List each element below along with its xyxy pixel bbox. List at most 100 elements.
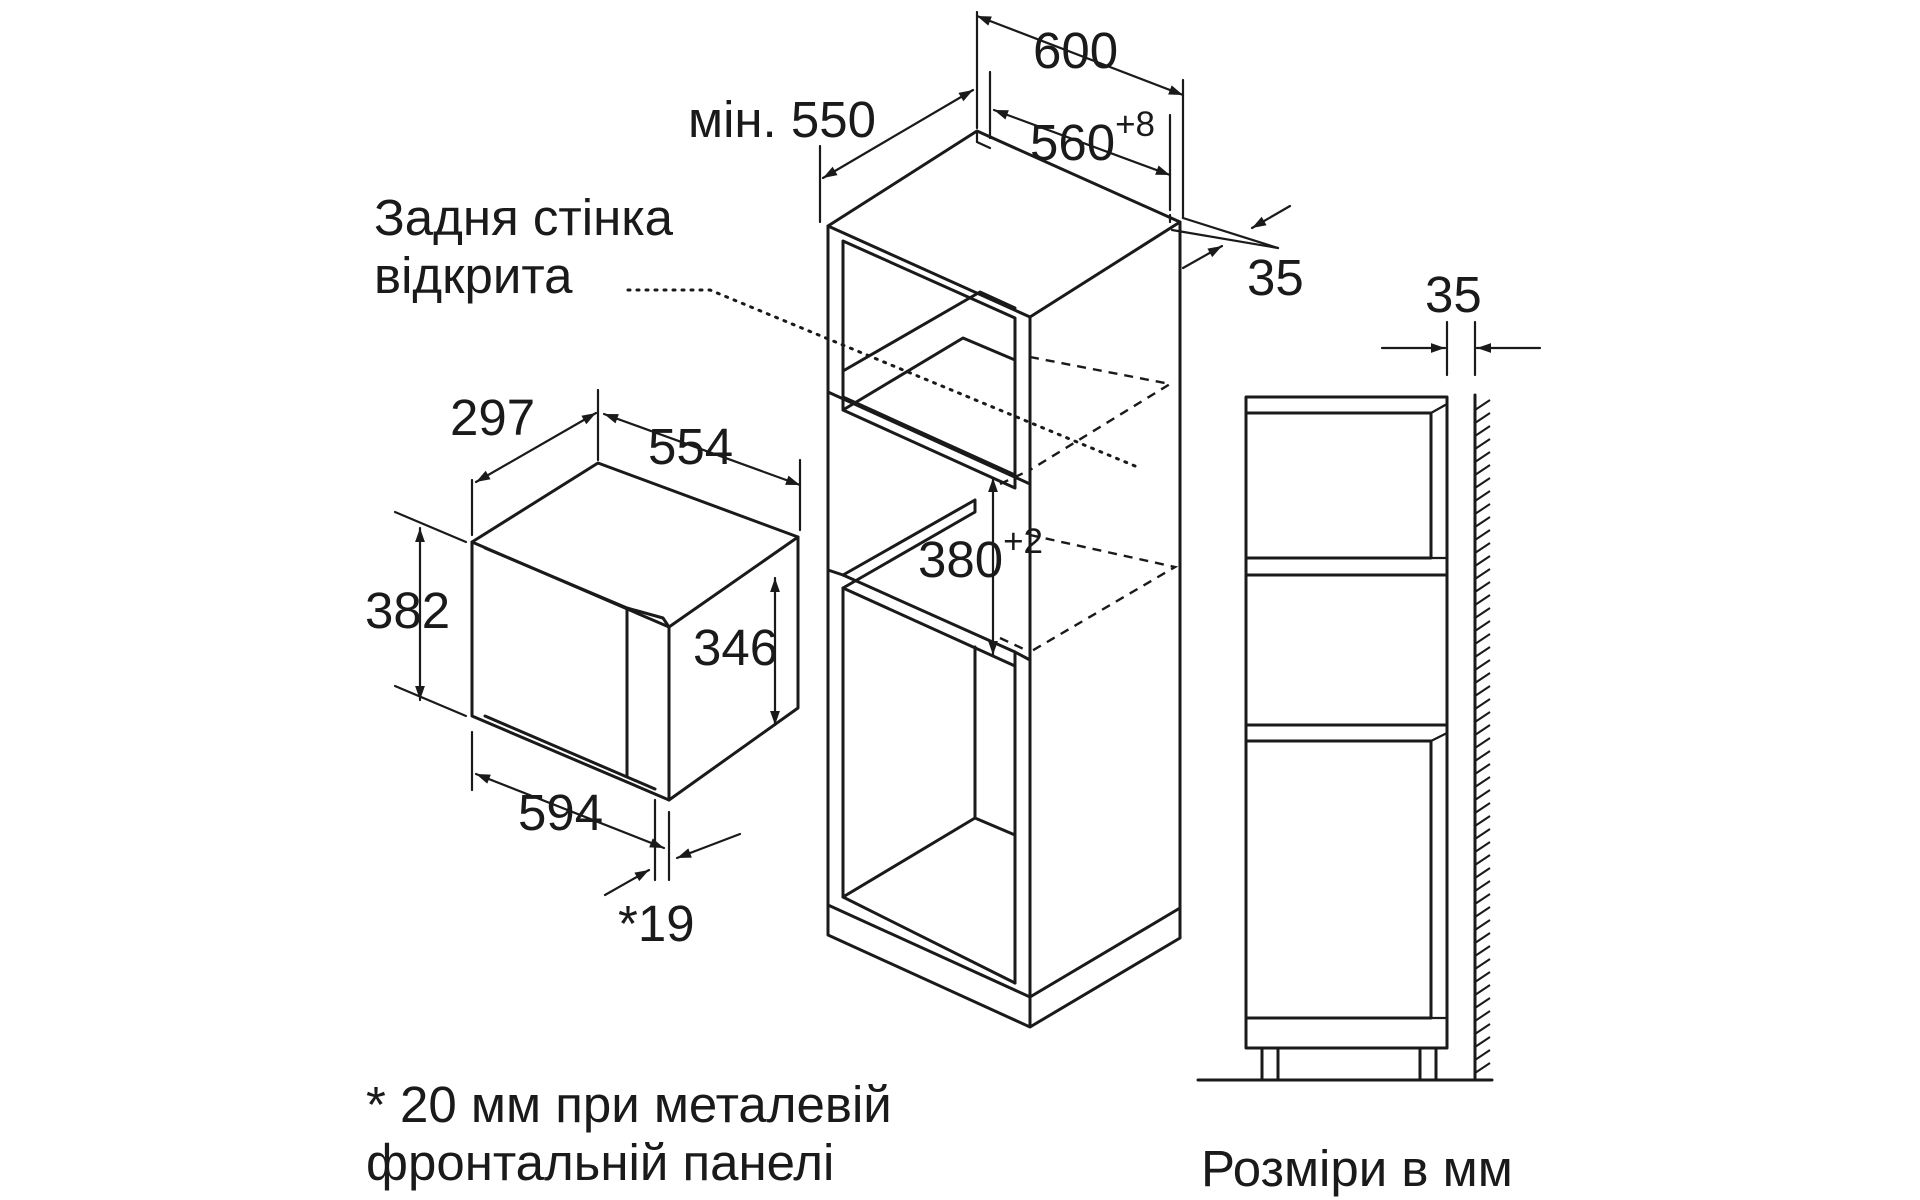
appliance-front <box>470 540 671 802</box>
label-cabinet-width: 600 <box>1033 22 1118 79</box>
tall-cabinet <box>826 129 1182 1029</box>
wall-hatch-stroke <box>1474 464 1491 476</box>
wall-hatch-stroke <box>1474 906 1491 918</box>
wall-hatch-stroke <box>1474 815 1491 827</box>
side-view-wall-hatch <box>1474 399 1491 1074</box>
cabinet-plinth <box>826 903 1182 1029</box>
label-niche-height: 380+2 <box>918 522 1043 588</box>
side-view-cabinet <box>1244 395 1449 1050</box>
wall-hatch-stroke <box>1474 542 1491 554</box>
dim-line-width <box>975 14 1185 97</box>
dim-line-front-width <box>474 772 666 850</box>
wall-hatch-stroke <box>1474 477 1491 489</box>
wall-hatch-stroke <box>1474 1023 1491 1035</box>
wall-hatch-stroke <box>1474 594 1491 606</box>
wall-hatch-stroke <box>1474 451 1491 463</box>
wall-hatch-stroke <box>1474 1010 1491 1022</box>
shelf-upper-depth <box>841 336 1017 412</box>
wall-hatch-stroke <box>1474 490 1491 502</box>
dim-line-inner-width <box>992 108 1172 177</box>
label-front-width: 594 <box>518 784 603 841</box>
wall-hatch-stroke <box>1474 737 1491 749</box>
wall-hatch-stroke <box>1474 659 1491 671</box>
wall-hatch-stroke <box>1474 854 1491 866</box>
wall-hatch-stroke <box>1474 399 1491 411</box>
wall-hatch-stroke <box>1474 958 1491 970</box>
upper-niche-back <box>841 290 1017 373</box>
back-wall-note-line2: відкрита <box>374 247 573 304</box>
wall-hatch-stroke <box>1474 1049 1491 1061</box>
wall-hatch-stroke <box>1474 672 1491 684</box>
wall-hatch-stroke <box>1474 997 1491 1009</box>
lower-niche-bottom <box>841 895 1017 985</box>
wall-hatch-stroke <box>1474 841 1491 853</box>
label-side-view-offset: 35 <box>1425 266 1482 323</box>
footnote-line1: * 20 мм при металевій <box>366 1076 892 1133</box>
lower-niche <box>841 586 1017 985</box>
label-side-offset: 35 <box>1247 249 1304 306</box>
shelf-middle <box>826 568 1032 662</box>
middle-niche-depth <box>841 498 977 590</box>
wall-hatch-stroke <box>1474 828 1491 840</box>
label-min-depth: мін. 550 <box>688 91 876 148</box>
wall-hatch-stroke <box>1474 789 1491 801</box>
dim-line-side-offset <box>1250 204 1292 230</box>
wall-hatch-stroke <box>1474 685 1491 697</box>
appliance-control-panel <box>625 606 671 791</box>
wall-hatch-stroke <box>1474 503 1491 515</box>
wall-hatch-stroke <box>1474 880 1491 892</box>
wall-hatch-stroke <box>1474 750 1491 762</box>
side-view-lower-unit <box>1244 723 1449 1020</box>
wall-hatch-stroke <box>1474 867 1491 879</box>
wall-hatch-stroke <box>1474 438 1491 450</box>
middle-niche <box>841 573 1017 668</box>
wall-hatch-stroke <box>1474 425 1491 437</box>
wall-hatch-stroke <box>1474 1036 1491 1048</box>
footnote-line2: фронтальній панелі <box>366 1134 834 1191</box>
wall-hatch-stroke <box>1474 646 1491 658</box>
wall-hatch-stroke <box>1474 633 1491 645</box>
units-note: Розміри в мм <box>1201 1140 1513 1197</box>
wall-hatch-stroke <box>1474 620 1491 632</box>
wall-hatch-stroke <box>1474 971 1491 983</box>
appliance-door <box>483 546 629 779</box>
label-front-thickness: *19 <box>618 895 695 952</box>
wall-hatch-stroke <box>1474 893 1491 905</box>
back-wall-leader <box>626 288 1137 468</box>
wall-hatch-stroke <box>1474 802 1491 814</box>
label-appliance-width: 554 <box>648 418 733 475</box>
wall-hatch-stroke <box>1474 945 1491 957</box>
dim-line-front-thickness <box>675 832 742 860</box>
cabinet-top-notch <box>975 129 1172 224</box>
label-appliance-height: 382 <box>365 582 450 639</box>
open-back-lower <box>1029 533 1179 654</box>
label-appliance-depth: 297 <box>450 389 535 446</box>
wall-hatch-stroke <box>1474 1062 1491 1074</box>
open-back-inner <box>999 468 1031 654</box>
cabinet-right-side <box>1028 220 1182 999</box>
cabinet-top <box>826 129 1182 319</box>
wall-hatch-stroke <box>1474 516 1491 528</box>
wall-hatch-stroke <box>1474 776 1491 788</box>
cabinet-dimensions <box>818 10 1292 657</box>
appliance-dimensions <box>393 388 802 897</box>
wall-hatch-stroke <box>1474 711 1491 723</box>
side-view-feet <box>1260 1046 1438 1082</box>
wall-hatch-stroke <box>1474 932 1491 944</box>
appliance-side <box>667 535 800 802</box>
wall-hatch-stroke <box>1474 724 1491 736</box>
wall-hatch-stroke <box>1474 412 1491 424</box>
back-wall-note-line1: Задня стінка <box>374 189 674 246</box>
wall-hatch-stroke <box>1474 698 1491 710</box>
label-inner-width: 560+8 <box>1030 105 1155 171</box>
dim-line-min-depth <box>821 88 975 180</box>
side-view-cabinet-inner <box>1244 411 1449 577</box>
dim-line-appliance-width <box>602 412 802 487</box>
label-appliance-body-height: 346 <box>693 619 778 676</box>
wall-hatch-stroke <box>1474 568 1491 580</box>
side-view <box>1196 320 1542 1082</box>
wall-hatch-stroke <box>1474 763 1491 775</box>
wall-hatch-stroke <box>1474 984 1491 996</box>
wall-hatch-stroke <box>1474 581 1491 593</box>
